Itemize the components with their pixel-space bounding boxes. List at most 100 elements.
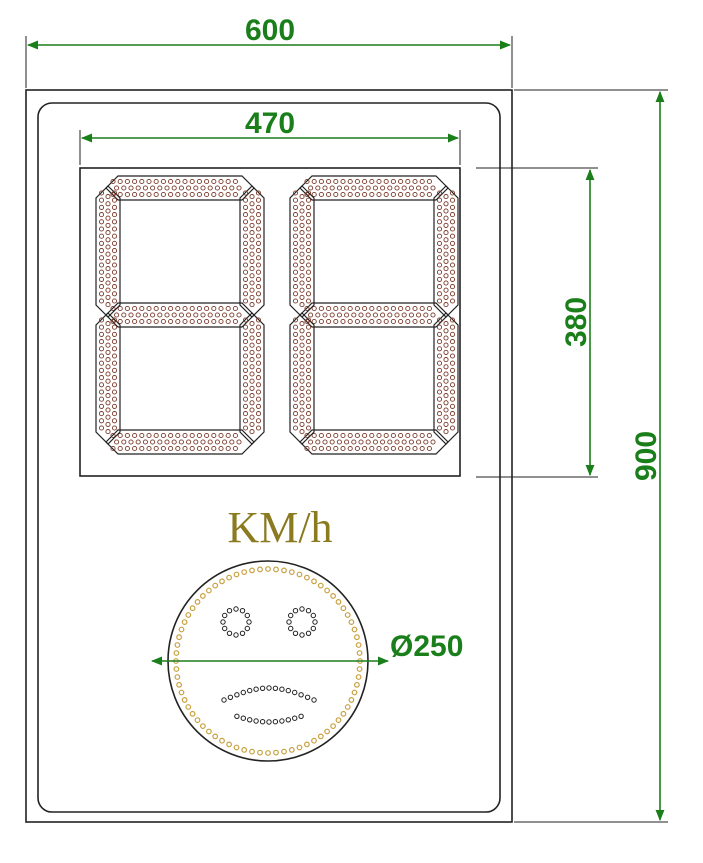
segment-led (299, 215, 305, 221)
segment-led (387, 439, 393, 445)
segment-led (225, 445, 231, 452)
segment-led (249, 251, 255, 257)
segment-led (292, 255, 299, 261)
face-ring-led (226, 574, 233, 581)
segment-led (305, 240, 312, 246)
segment-led (299, 342, 305, 348)
segment-led (146, 178, 152, 185)
face-ring-led (296, 571, 303, 578)
segment-led (255, 269, 262, 275)
segment-led (299, 378, 305, 384)
segment-led (255, 197, 262, 203)
segment-led (249, 335, 255, 341)
face-ring-led (212, 582, 219, 589)
mouth-led (285, 687, 291, 694)
segment-led (376, 178, 382, 185)
left-eye (220, 606, 252, 638)
segment-led (292, 396, 299, 402)
segment-led (255, 418, 262, 424)
segment-led (105, 385, 111, 391)
segment-led (354, 318, 360, 325)
segment-led (117, 318, 123, 325)
segment-led (390, 445, 396, 452)
segment-led (204, 432, 210, 439)
segment-led (292, 425, 299, 431)
segment-led (98, 255, 105, 261)
segment-led (401, 185, 407, 191)
segment-led (408, 439, 414, 445)
segment-led (408, 185, 414, 191)
segment-led (443, 393, 449, 399)
segment-led (229, 312, 235, 318)
segment-led (394, 312, 400, 318)
segment-led (249, 385, 255, 391)
segment-led (436, 291, 443, 297)
segment-led (354, 432, 360, 439)
segment-led (436, 425, 443, 431)
segment-led (249, 321, 255, 327)
segment-led (196, 191, 202, 198)
segment-led (449, 411, 456, 417)
mouth-led (234, 713, 240, 719)
segment-led (436, 346, 443, 352)
segment-led (311, 318, 317, 325)
mouth-led (292, 715, 298, 721)
segment-led (308, 185, 314, 191)
segment-led (111, 339, 118, 345)
mouth-led (247, 717, 253, 723)
segment-led (98, 331, 105, 337)
face-ring-led (354, 681, 360, 688)
segment-led (376, 191, 382, 198)
mouth-led (253, 686, 259, 692)
segment-led (160, 191, 166, 198)
segment-led (98, 425, 105, 431)
segment-led (292, 262, 299, 268)
segment-led (419, 445, 425, 452)
segment-led (436, 204, 443, 210)
segment-led (449, 360, 456, 366)
face-ring-led (340, 710, 347, 717)
segment-led (369, 305, 375, 312)
segment-led (150, 439, 156, 445)
segment-led (299, 364, 305, 370)
segment-led (207, 185, 213, 191)
segment-led (114, 185, 120, 191)
segment-led (329, 185, 335, 191)
segment-led (430, 185, 436, 191)
segment-led (416, 439, 422, 445)
segment-led (110, 445, 116, 452)
segment-led (292, 418, 299, 424)
segment-led (164, 185, 170, 191)
segment-led (255, 291, 262, 297)
segment-led (362, 305, 368, 312)
segment-led (354, 178, 360, 185)
segment-led (449, 317, 456, 323)
segment-led (419, 178, 425, 185)
segment-led (105, 414, 111, 420)
segment-led (98, 291, 105, 297)
segment-led (443, 414, 449, 420)
segment-led (175, 305, 181, 312)
segment-led (111, 396, 118, 402)
segment-led (98, 317, 105, 323)
segment-led (443, 237, 449, 243)
eye-led (239, 608, 246, 614)
segment-led (98, 324, 105, 330)
segment-led (214, 312, 220, 318)
segment-led (449, 248, 456, 254)
segment-led (299, 302, 305, 308)
segment-led (98, 226, 105, 232)
segment-led (419, 432, 425, 439)
mouth-led (311, 697, 317, 703)
segment-led (333, 432, 339, 439)
eye-led (312, 619, 318, 625)
segment-led (299, 273, 305, 279)
segment-led (111, 284, 118, 290)
digit-display-box (79, 167, 461, 477)
segment-led (412, 432, 418, 439)
segment-led (412, 318, 418, 325)
face-ring-led (176, 681, 183, 688)
segment-led (175, 432, 181, 439)
segment-led (318, 445, 324, 452)
segment-led (242, 418, 249, 424)
